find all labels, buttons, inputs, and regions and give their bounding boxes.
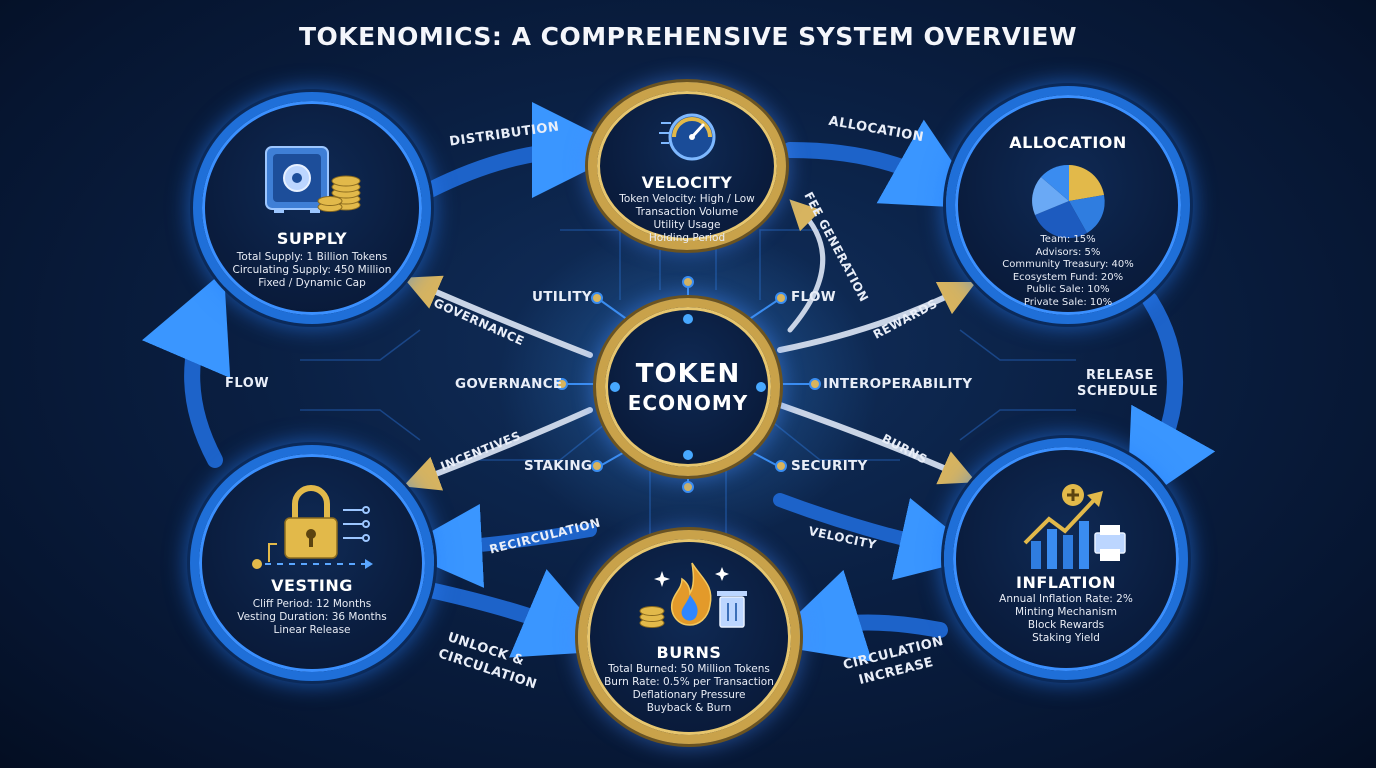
hub-nodes [610, 314, 766, 460]
token-economy-hub[interactable]: TOKEN ECONOMY [596, 298, 780, 476]
supply-node[interactable]: SUPPLY Total Supply: 1 Billion Tokens Ci… [193, 92, 431, 324]
burns-line: Burn Rate: 0.5% per Transaction [604, 676, 774, 688]
vesting-details: Cliff Period: 12 Months Vesting Duration… [199, 598, 425, 637]
allocation-details: Team: 15% Advisors: 5% Community Treasur… [955, 234, 1181, 309]
vesting-line: Cliff Period: 12 Months [252, 598, 372, 610]
allocation-line: Ecosystem Fund: 20% [1012, 271, 1124, 283]
growth-chart-icon [1023, 484, 1126, 569]
inflation-line: Minting Mechanism [1015, 606, 1117, 618]
allocation-line: Team: 15% [1040, 234, 1096, 245]
inflation-line: Annual Inflation Rate: 2% [999, 593, 1133, 605]
inflation-line: Staking Yield [1032, 632, 1100, 644]
burns-title: BURNS [656, 643, 722, 662]
supply-line: Fixed / Dynamic Cap [258, 277, 366, 289]
allocation-line: Community Treasury: 40% [1002, 259, 1134, 270]
supply-details: Total Supply: 1 Billion Tokens Circulati… [202, 251, 422, 290]
inflation-title: INFLATION [1016, 573, 1116, 592]
hub-line-1: TOKEN [635, 359, 741, 389]
spoke-governance: GOVERNANCE [455, 376, 563, 392]
burns-line: Total Burned: 50 Million Tokens [608, 663, 770, 675]
velocity-title: VELOCITY [641, 173, 733, 192]
inflation-line: Block Rewards [1027, 619, 1105, 631]
spoke-security: SECURITY [791, 458, 868, 474]
spoke-interoperability: INTEROPERABILITY [823, 376, 973, 392]
velocity-line: Transaction Volume [635, 206, 739, 218]
velocity-node[interactable]: VELOCITY Token Velocity: High / Low Tran… [588, 82, 786, 250]
outer-arrows [141, 102, 1216, 662]
edge-flow: FLOW [225, 376, 270, 391]
burns-line: Buyback & Burn [646, 702, 732, 714]
burns-line: Deflationary Pressure [632, 689, 746, 701]
edge-release-1: RELEASE [1086, 368, 1154, 383]
allocation-line: Private Sale: 10% [1023, 296, 1113, 308]
spokes [556, 276, 821, 493]
inner-arrows [403, 199, 977, 491]
allocation-node[interactable]: ALLOCATION Team: 15% Advisors: 5% Commun… [946, 86, 1190, 324]
page-title: TOKENOMICS: A COMPREHENSIVE SYSTEM OVERV… [298, 22, 1078, 51]
supply-line: Circulating Supply: 450 Million [232, 264, 392, 276]
spoke-flow: FLOW [791, 289, 836, 305]
inflation-node[interactable]: INFLATION Annual Inflation Rate: 2% Mint… [944, 438, 1188, 680]
allocation-title: ALLOCATION [1009, 133, 1127, 152]
supply-title: SUPPLY [276, 229, 348, 248]
speedometer-icon [659, 113, 716, 161]
spoke-staking: STAKING [524, 458, 593, 474]
velocity-line: Token Velocity: High / Low [619, 193, 755, 205]
velocity-line: Utility Usage [653, 219, 721, 231]
velocity-line: Holding Period [648, 232, 726, 244]
velocity-details: Token Velocity: High / Low Transaction V… [597, 193, 777, 245]
vesting-title: VESTING [271, 576, 353, 595]
vesting-line: Linear Release [273, 624, 351, 636]
burns-node[interactable]: BURNS Total Burned: 50 Million Tokens Bu… [578, 530, 800, 744]
safe-coins-icon [265, 146, 361, 213]
padlock-icon [252, 485, 373, 569]
burns-details: Total Burned: 50 Million Tokens Burn Rat… [587, 663, 791, 715]
inflation-details: Annual Inflation Rate: 2% Minting Mechan… [953, 593, 1179, 645]
spoke-utility: UTILITY [532, 289, 592, 305]
hub-line-2: ECONOMY [627, 391, 749, 415]
edge-release-2: SCHEDULE [1077, 384, 1159, 399]
flame-trash-icon [639, 562, 747, 628]
vesting-node[interactable]: VESTING Cliff Period: 12 Months Vesting … [190, 445, 434, 681]
allocation-line: Public Sale: 10% [1026, 284, 1110, 295]
supply-line: Total Supply: 1 Billion Tokens [236, 251, 388, 263]
allocation-line: Advisors: 5% [1035, 246, 1101, 258]
vesting-line: Vesting Duration: 36 Months [237, 611, 387, 623]
pie-chart-icon [1032, 164, 1105, 239]
